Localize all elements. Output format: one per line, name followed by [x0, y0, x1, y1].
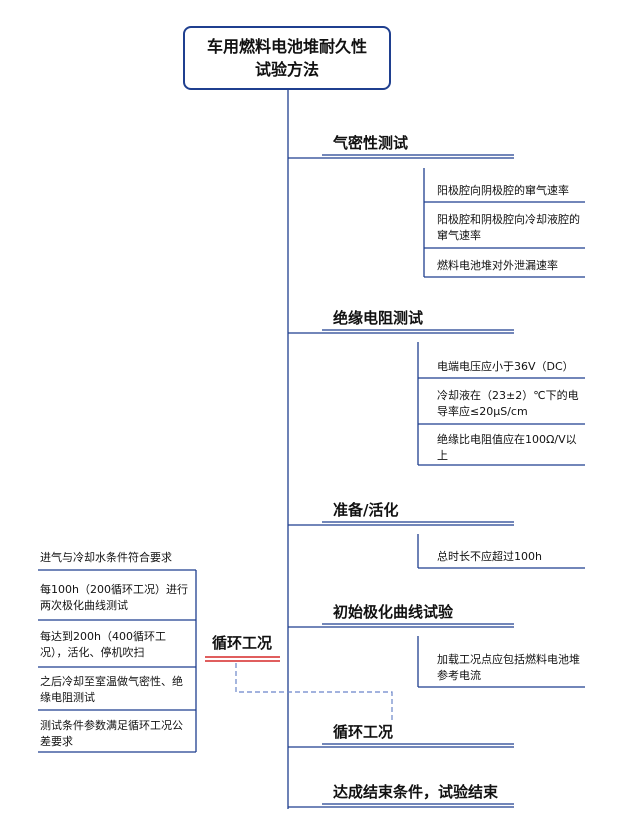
callout-item: 进气与冷却水条件符合要求 [40, 551, 172, 564]
callout-item: 测试条件参数满足循环工况公差要求 [40, 719, 183, 748]
branch-insulation: 绝缘电阻测试 [333, 309, 424, 327]
leaf-item: 绝缘比电阻值应在100Ω/V以上 [437, 433, 577, 462]
leaf-item: 阳极腔和阴极腔向冷却液腔的窜气速率 [437, 213, 580, 242]
branch-polarization: 初始极化曲线试验 [333, 603, 454, 621]
leaf-item: 电端电压应小于36V（DC） [437, 360, 574, 373]
leaf-item: 冷却液在（23±2）℃下的电导率应≤20μS/cm [437, 389, 579, 418]
callout-item: 每100h（200循环工况）进行两次极化曲线测试 [40, 583, 188, 612]
root-title-line1: 车用燃料电池堆耐久性 [206, 37, 367, 56]
branch-end: 达成结束条件，试验结束 [333, 783, 499, 801]
callout-item: 之后冷却至室温做气密性、绝缘电阻测试 [40, 675, 183, 704]
callout-item: 每达到200h（400循环工况），活化、停机吹扫 [40, 630, 166, 659]
leaf-item: 阳极腔向阴极腔的窜气速率 [437, 184, 569, 197]
leaf-item: 总时长不应超过100h [437, 550, 542, 563]
root-node: 车用燃料电池堆耐久性 试验方法 [183, 26, 391, 90]
branch-airtightness: 气密性测试 [333, 134, 409, 152]
root-title-line2: 试验方法 [254, 60, 319, 79]
leaf-item: 燃料电池堆对外泄漏速率 [437, 259, 558, 272]
callout-cycle-label: 循环工况 [212, 634, 273, 652]
branch-activation: 准备/活化 [333, 501, 399, 519]
leaf-item: 加载工况点应包括燃料电池堆参考电流 [437, 653, 580, 682]
branch-cycle: 循环工况 [333, 723, 394, 741]
